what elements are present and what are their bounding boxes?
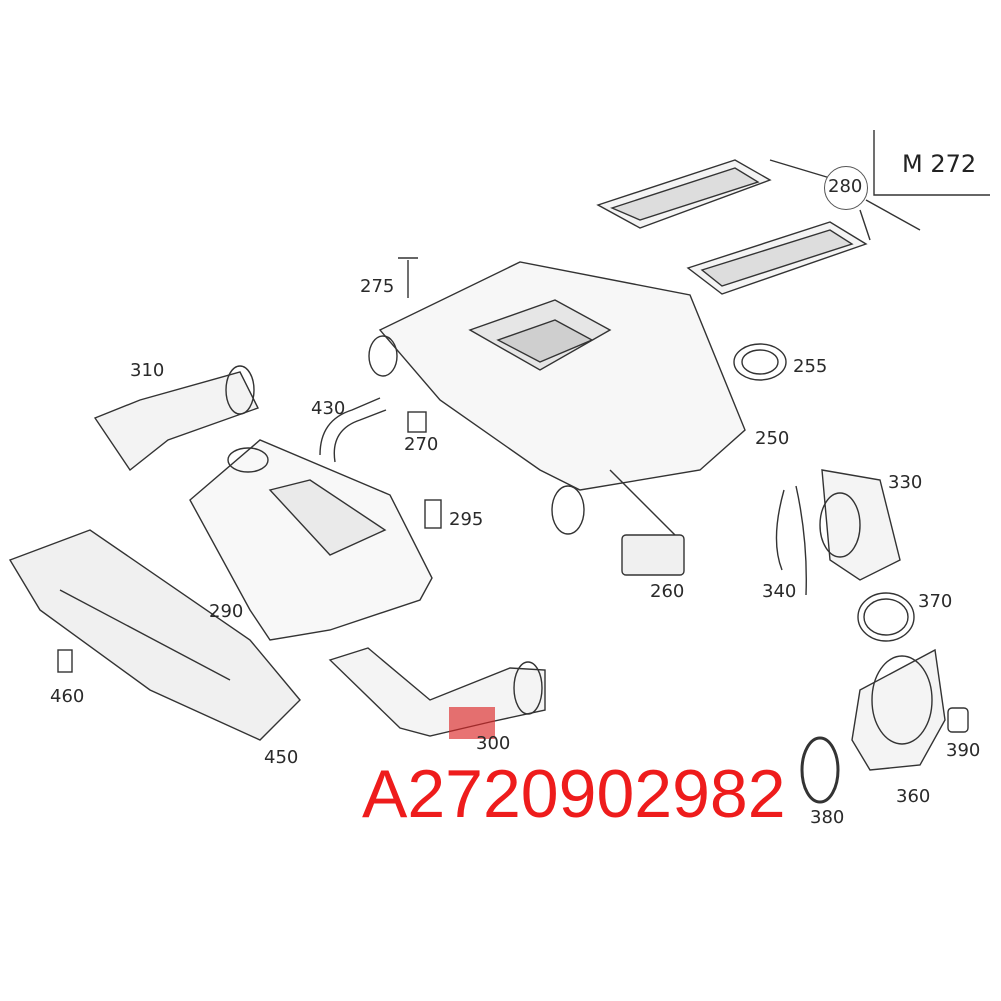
- callout-390: 390: [946, 740, 981, 761]
- callout-circle-280: [824, 166, 868, 210]
- callout-370: 370: [918, 591, 953, 612]
- callout-380: 380: [810, 807, 845, 828]
- callout-330: 330: [888, 472, 923, 493]
- callout-310: 310: [130, 360, 165, 381]
- callout-430: 430: [311, 398, 346, 419]
- callout-255: 255: [793, 356, 828, 377]
- callout-340: 340: [762, 581, 797, 602]
- callout-250: 250: [755, 428, 790, 449]
- model-label: M 272: [902, 150, 977, 178]
- callout-295: 295: [449, 509, 484, 530]
- callout-275: 275: [360, 276, 395, 297]
- highlight-marker: [449, 707, 495, 739]
- callout-290: 290: [209, 601, 244, 622]
- callout-460: 460: [50, 686, 85, 707]
- callout-360: 360: [896, 786, 931, 807]
- callout-270: 270: [404, 434, 439, 455]
- callout-280: 280: [828, 176, 863, 197]
- callout-260: 260: [650, 581, 685, 602]
- callout-300: 300: [476, 733, 511, 754]
- part-number: A2720902982: [362, 756, 786, 832]
- model-bracket: [873, 130, 990, 196]
- callout-450: 450: [264, 747, 299, 768]
